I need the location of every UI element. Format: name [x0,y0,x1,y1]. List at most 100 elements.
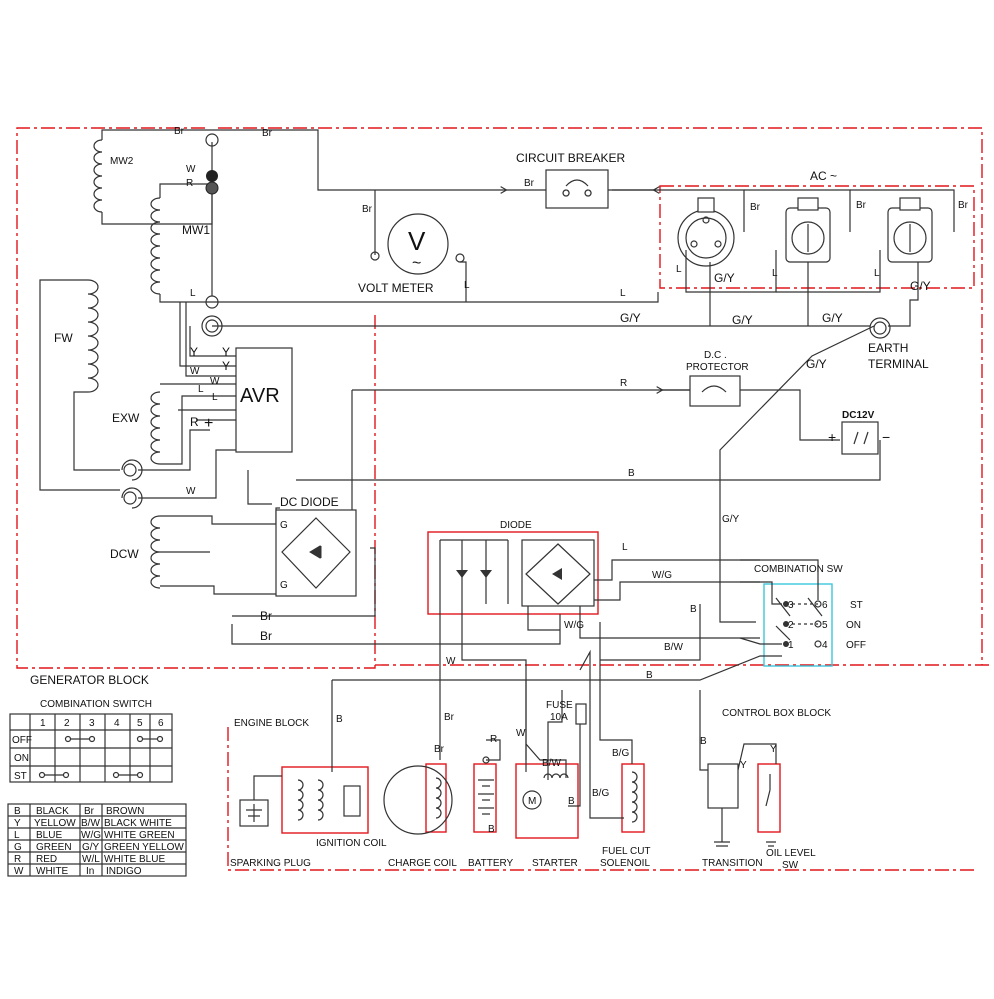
legend-name: INDIGO [106,866,142,877]
legend-code: R [14,854,21,865]
table-col: 4 [114,718,120,729]
wire-label: B [628,468,635,479]
ac-label: AC ~ [810,169,837,183]
wire-label: Br [260,609,272,623]
wire-label: W/G [652,570,672,581]
wire-label: L [874,268,880,279]
avr-module [235,347,293,453]
ac-socket-2 [785,197,831,263]
switch-terminal-3: 3 [788,600,794,611]
generator-block-label: GENERATOR BLOCK [30,673,149,687]
fuel-cut-solenoid [631,771,638,823]
volt-symbol: V [408,226,426,256]
legend-code: In [86,866,94,877]
wire-label: Y [222,345,230,359]
wire-label: W [446,656,456,667]
volt-meter-label: VOLT METER [358,281,434,295]
wire-label: G/Y [910,279,931,293]
generator-wires [39,129,881,645]
combination-switch-table: COMBINATION SWITCH 1 2 3 4 5 6 OFF ON ST [9,699,173,783]
wire-label: G [280,580,288,591]
wire-label: W [516,728,526,739]
wire-label: G/Y [620,311,641,325]
earth-terminal [869,317,891,339]
sparking-plug [239,799,269,827]
legend-name: BROWN [106,806,144,817]
wire-label: Br [958,200,969,211]
legend-name: GREEN YELLOW [104,842,184,853]
wire-label: L [620,288,626,299]
wire-label: W [186,486,196,497]
wire-label: G/Y [806,357,827,371]
wire-label: L [198,384,204,395]
wire-label: − [882,429,890,445]
charge-coil-label: CHARGE COIL [388,858,457,869]
switch-terminal-1: 1 [788,640,794,651]
terminals [121,133,223,509]
wire-label: R [186,178,193,189]
wire-label: Br [174,126,185,137]
switch-terminal-4: 4 [822,640,828,651]
wire-label: L [676,264,682,275]
table-connection [38,771,70,779]
winding-mw2 [93,139,103,213]
winding-fw [87,279,99,393]
wire-label: B [700,736,707,747]
wire-label: B/W [542,758,561,769]
wire-label: Br [262,128,273,139]
legend-code: W [14,866,24,877]
wire-label: B [646,670,653,681]
winding-exw [150,391,161,465]
wire-label: Br [362,204,373,215]
legend-name: BLACK WHITE [104,818,172,829]
block-outlines [16,127,990,871]
wire-label: B [488,824,495,835]
wire-label: Br [444,712,455,723]
fuse-label-2: 10A [550,712,568,723]
wire-label: G/Y [822,311,843,325]
wire-label: W/G [564,620,584,631]
earth-label-1: EARTH [868,341,908,355]
wire-label: Y [190,345,198,359]
wire-label: W [190,366,200,377]
wire-label: G [280,520,288,531]
wire-label: L [190,288,196,299]
switch-st-label: ST [850,600,863,611]
wire-label: L [772,268,778,279]
table-col: 3 [89,718,95,729]
motor-label: M [528,796,536,807]
sparking-plug-label: SPARKING PLUG [230,858,311,869]
legend-code: B [14,806,21,817]
table-row: OFF [12,735,32,746]
wire-label: + [204,415,213,432]
wire-label: L [622,542,628,553]
dc12v-label: DC12V [842,410,875,421]
dc-protector-label-1: D.C . [704,350,727,361]
transition-module [707,763,739,847]
table-row: ON [14,753,29,764]
wire-label: Y [222,359,230,373]
wire-label: G/Y [714,271,735,285]
earth-label-2: TERMINAL [868,357,929,371]
wire-label: Y [740,760,747,771]
table-row: ST [14,771,27,782]
engine-block-label: ENGINE BLOCK [234,718,309,729]
wire-label: G/Y [722,514,740,525]
wire-label: B [568,796,575,807]
ignition-coil [297,779,361,821]
switch-terminal-6: 6 [822,600,828,611]
legend-code: G/Y [82,842,100,853]
wire-label: R [620,378,627,389]
legend-name: BLUE [36,830,62,841]
legend-code: B/W [81,818,100,829]
table-col: 6 [158,718,164,729]
mw1-label: MW1 [182,223,210,237]
diode-label: DIODE [500,520,532,531]
legend-code: G [14,842,22,853]
wire-label: Br [434,744,445,755]
control-box-label: CONTROL BOX BLOCK [722,708,831,719]
table-col: 1 [40,718,46,729]
battery-label: BATTERY [468,858,514,869]
